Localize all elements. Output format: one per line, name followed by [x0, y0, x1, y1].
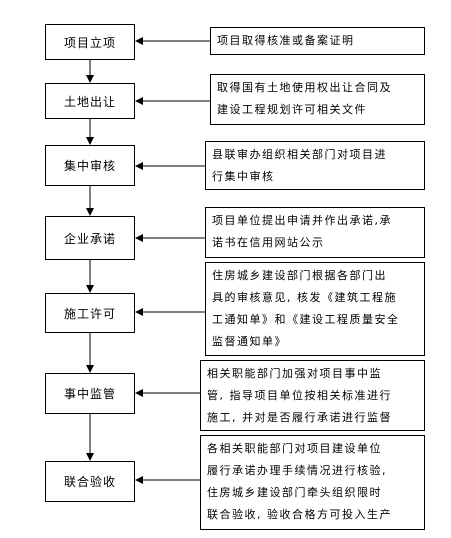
step-project-approval: 项目立项	[45, 24, 135, 60]
note-project-approval: 项目取得核准或备案证明	[210, 27, 425, 55]
note-line: 住房城乡建设部门牵头组织限时	[207, 486, 382, 499]
step-construction-permit: 施工许可	[45, 293, 135, 333]
note-line: 管, 指导项目单位按相关标准进行	[207, 389, 392, 402]
note-line: 各相关职能部门对项目建设单位	[207, 442, 382, 455]
note-line: 相关职能部门加强对项目事中监	[207, 367, 382, 380]
note-line: 建设工程规划许可相关文件	[217, 103, 367, 116]
step-label: 联合验收	[63, 475, 116, 489]
note-line: 联合验收, 验收合格方可投入生产	[207, 508, 392, 521]
step-land-transfer: 土地出让	[45, 83, 135, 119]
note-line: 县联审办组织相关部门对项目进	[212, 148, 387, 161]
note-construction-permit: 住房城乡建设部门根据各部门出 具的审核意见, 核发《建筑工程施 工通知单》和《建…	[205, 262, 425, 356]
note-line: 工通知单》和《建设工程质量安全	[212, 313, 400, 326]
note-line: 项目单位提出申请并作出承诺,承	[212, 214, 392, 227]
note-line: 诺书在信用网站公示	[212, 236, 325, 249]
step-label: 施工许可	[63, 306, 116, 321]
note-line: 具的审核意见, 核发《建筑工程施	[212, 291, 397, 304]
step-ongoing-supervision: 事中监管	[45, 373, 135, 414]
note-land-transfer: 取得国有土地使用权出让合同及 建设工程规划许可相关文件	[210, 74, 425, 125]
step-joint-acceptance: 联合验收	[45, 461, 135, 502]
note-line: 监督通知单》	[212, 335, 287, 348]
step-label: 土地出让	[63, 94, 116, 109]
step-label: 集中审核	[63, 159, 116, 173]
note-line: 行集中审核	[212, 170, 275, 183]
step-centralized-review: 集中审核	[45, 145, 135, 186]
note-line: 项目取得核准或备案证明	[217, 34, 355, 47]
step-enterprise-commitment: 企业承诺	[45, 216, 135, 260]
note-line: 履行承诺办理手续情况进行核验,	[207, 464, 387, 477]
note-joint-acceptance: 各相关职能部门对项目建设单位 履行承诺办理手续情况进行核验, 住房城乡建设部门牵…	[200, 435, 425, 530]
step-label: 企业承诺	[63, 231, 116, 246]
step-label: 事中监管	[63, 387, 116, 401]
note-centralized-review: 县联审办组织相关部门对项目进 行集中审核	[205, 141, 425, 190]
note-line: 施工, 并对是否履行承诺进行监督	[207, 411, 392, 424]
note-ongoing-supervision: 相关职能部门加强对项目事中监 管, 指导项目单位按相关标准进行 施工, 并对是否…	[200, 360, 425, 431]
note-line: 取得国有土地使用权出让合同及	[217, 81, 392, 94]
note-enterprise-commitment: 项目单位提出申请并作出承诺,承 诺书在信用网站公示	[205, 207, 425, 258]
step-label: 项目立项	[63, 35, 116, 50]
note-line: 住房城乡建设部门根据各部门出	[212, 269, 387, 282]
